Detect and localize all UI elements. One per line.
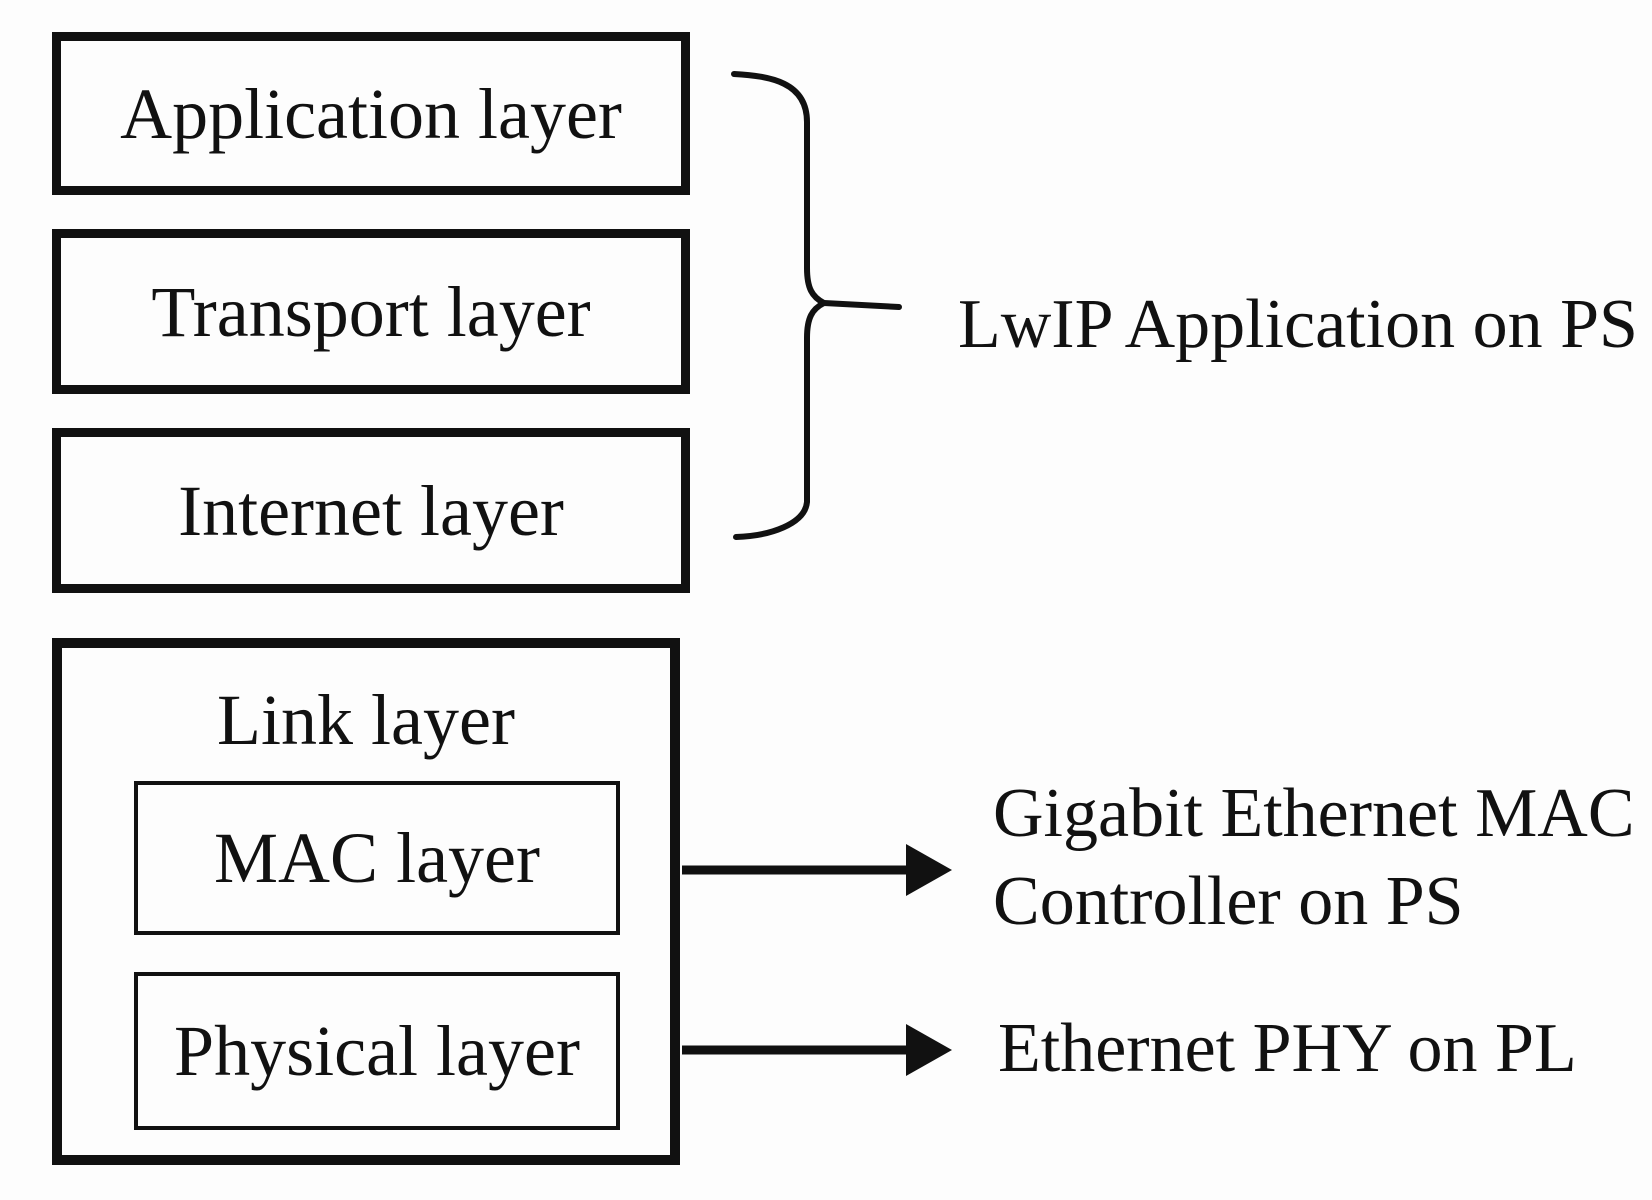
link-layer-label: Link layer: [217, 680, 515, 760]
internet-layer-label: Internet layer: [178, 470, 564, 551]
mac-layer-label: MAC layer: [214, 818, 540, 898]
gigabit-mac-annotation: Gigabit Ethernet MAC Controller on PS: [993, 779, 1635, 955]
application-layer-label: Application layer: [120, 73, 622, 154]
mac-arrow-head-icon: [906, 844, 952, 896]
lwip-annotation: LwIP Application on PS: [958, 286, 1638, 363]
grouping-brace-icon: [731, 71, 831, 540]
transport-layer-label: Transport layer: [151, 271, 591, 352]
brace-connector-line: [821, 300, 902, 310]
gigabit-mac-annotation-line2: Controller on PS: [993, 863, 1464, 940]
phy-arrow-head-icon: [906, 1024, 952, 1076]
gigabit-mac-annotation-line1: Gigabit Ethernet MAC: [993, 775, 1635, 852]
link-layer-box: Link layer MAC layer Physical layer: [52, 638, 680, 1165]
ethernet-phy-annotation: Ethernet PHY on PL: [998, 1010, 1577, 1087]
physical-layer-label: Physical layer: [174, 1011, 580, 1091]
physical-layer-box: Physical layer: [134, 972, 620, 1130]
mac-layer-box: MAC layer: [134, 781, 620, 935]
transport-layer-box: Transport layer: [52, 229, 690, 394]
application-layer-box: Application layer: [52, 32, 690, 195]
internet-layer-box: Internet layer: [52, 428, 690, 593]
